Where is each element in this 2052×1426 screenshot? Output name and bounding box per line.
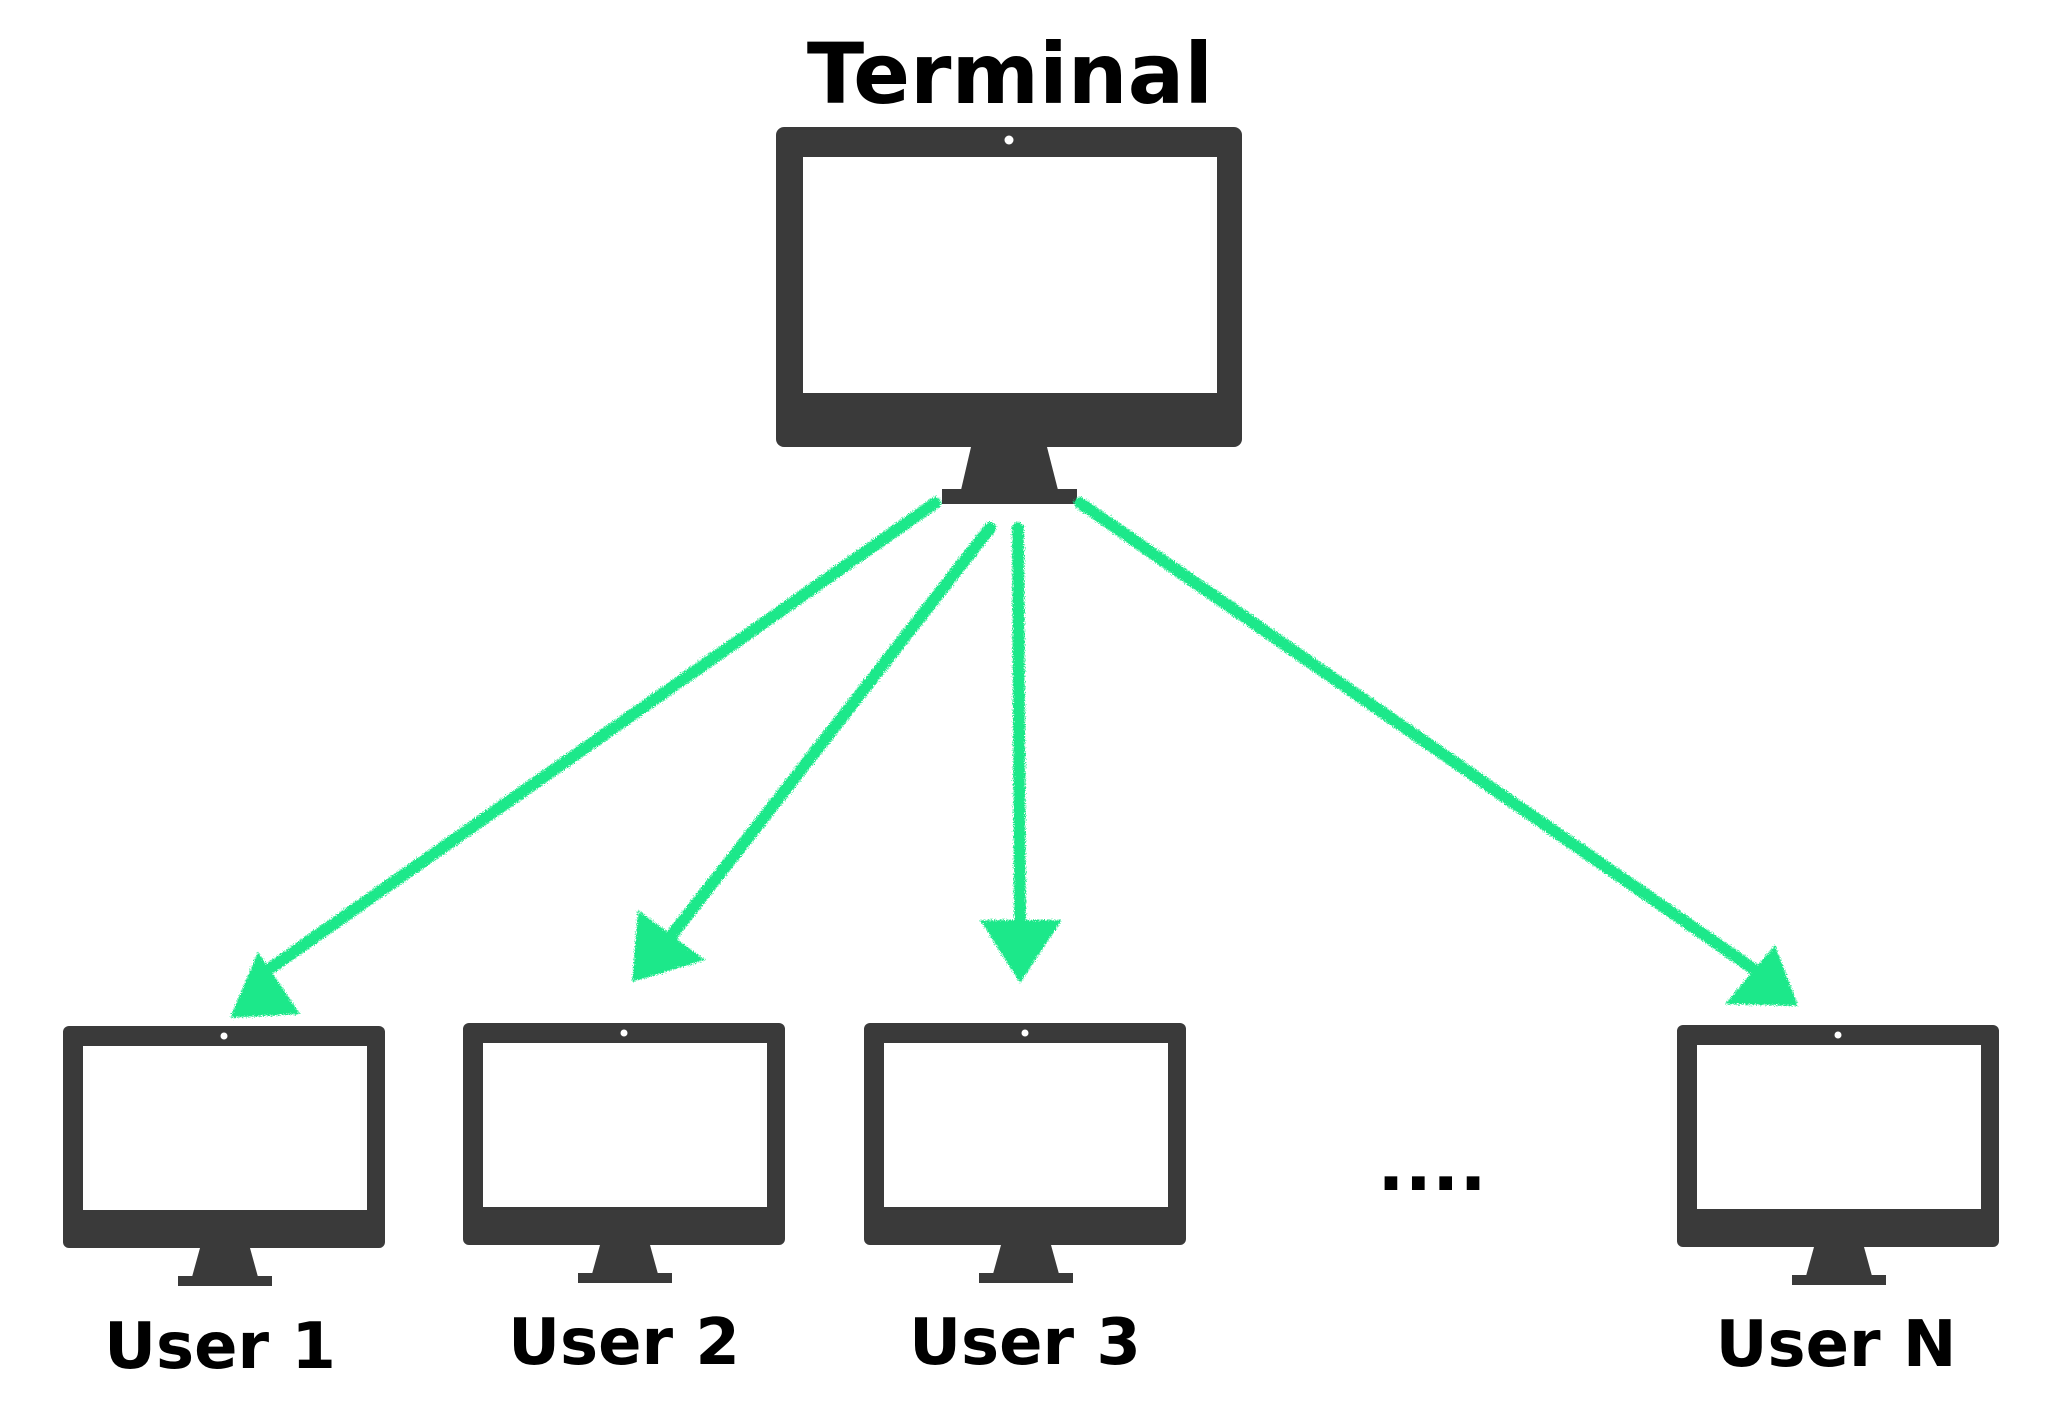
user-3-monitor-icon [864,1023,1186,1283]
arrow-head-user-2 [632,910,705,982]
user-1-monitor-base [178,1276,272,1286]
arrow-to-user-2 [632,522,996,982]
arrows [230,497,1798,1018]
terminal-label: Terminal [807,25,1213,123]
arrow-line-user-3 [1012,522,1026,931]
user-1-monitor-neck [192,1248,258,1277]
terminal-monitor-icon [776,127,1242,504]
user-n-monitor-base [1792,1275,1886,1285]
arrow-line-user-1 [259,497,941,978]
arrow-line-user-2 [662,522,996,946]
arrow-head-user-3 [980,920,1062,983]
user-2-monitor-screen [483,1043,767,1207]
arrow-head-user-1 [230,952,300,1018]
user-2-camera-dot [620,1029,628,1037]
user-1-monitor-screen [83,1046,367,1210]
user-3-label: User 3 [909,1306,1141,1380]
user-1-monitor-icon [63,1026,385,1286]
user-3-monitor-neck [993,1245,1059,1274]
arrow-to-user-3 [980,522,1062,983]
more-users-ellipsis: .... [1377,1123,1486,1207]
arrow-to-user-n [1074,497,1798,1006]
arrow-line-user-n [1074,497,1761,976]
user-2-label: User 2 [508,1306,740,1380]
arrow-head-user-n [1725,945,1798,1006]
user-n-monitor-icon [1677,1025,1999,1285]
user-n-monitor-neck [1806,1247,1872,1276]
user-1-label: User 1 [104,1310,336,1384]
terminal-monitor-screen [803,157,1217,393]
terminal-monitor-base [942,489,1077,504]
user-2-monitor-neck [592,1245,658,1274]
user-3-monitor-screen [884,1043,1168,1207]
user-n-camera-dot [1834,1031,1842,1039]
user-2-monitor-base [578,1273,672,1283]
user-3-camera-dot [1021,1029,1029,1037]
user-1-camera-dot [220,1032,228,1040]
terminal-camera-dot [1004,135,1014,145]
user-2-monitor-icon [463,1023,785,1283]
arrow-to-user-1 [230,497,941,1018]
terminal-monitor-neck [961,447,1058,490]
user-n-label: User N [1716,1308,1957,1382]
user-n-monitor-screen [1697,1045,1981,1209]
user-3-monitor-base [979,1273,1073,1283]
